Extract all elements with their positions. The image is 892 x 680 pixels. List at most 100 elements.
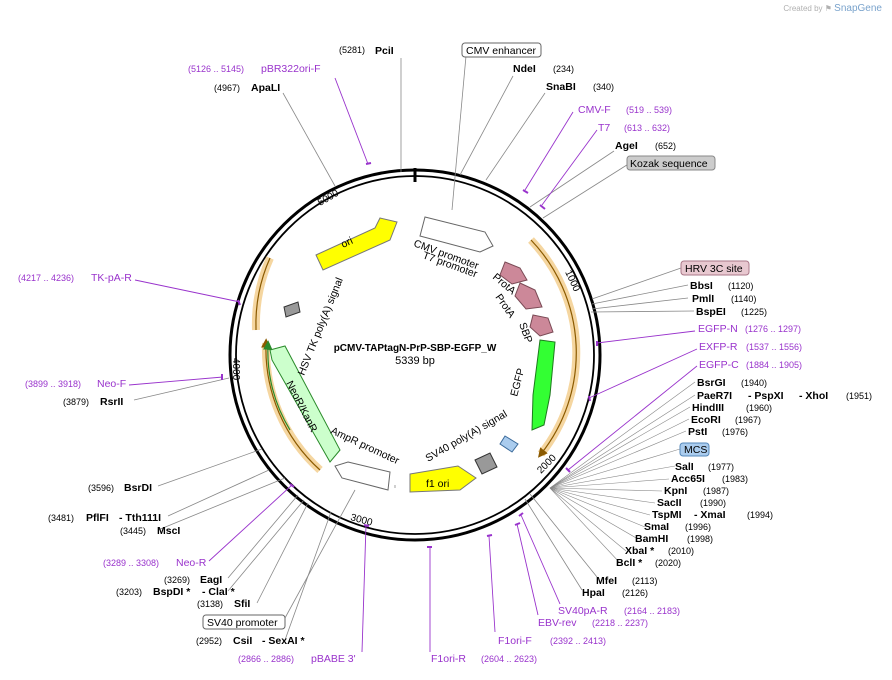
eagi-label: EagI xyxy=(200,574,222,586)
kpni-pos: (1987) xyxy=(703,486,729,496)
xbai-pos: (2010) xyxy=(668,546,694,556)
f1-ori-arrow xyxy=(409,465,477,493)
ebvrev-label: EBV-rev xyxy=(538,617,577,629)
eagi-pos: (3269) xyxy=(164,575,190,585)
egfpn-pos: (1276 .. 1297) xyxy=(745,324,801,334)
egfp-arrow xyxy=(531,339,556,431)
pbabe-pos: (2866 .. 2886) xyxy=(238,654,294,664)
leader-lines xyxy=(133,55,696,641)
msci-label: MscI xyxy=(157,525,180,537)
psti-pos: (1976) xyxy=(722,427,748,437)
exfpr-label: EXFP-R xyxy=(699,341,738,353)
sv40par-pos: (2164 .. 2183) xyxy=(624,606,680,616)
f1orir-pos: (2604 .. 2623) xyxy=(481,654,537,664)
rsrii-pos: (3879) xyxy=(63,397,89,407)
mfei-label: MfeI xyxy=(596,575,617,587)
ori-label: ori xyxy=(339,235,355,251)
prota-arrow-1 xyxy=(499,261,528,285)
apali-label: ApaLI xyxy=(251,82,280,94)
pcii-label: PciI xyxy=(375,45,394,57)
acc65i-pos: (1983) xyxy=(722,474,748,484)
orf-arc-upper-left-line xyxy=(255,257,271,331)
hrv-box xyxy=(680,260,750,276)
sv40-promoter-label: SV40 promoter xyxy=(207,617,278,629)
orf-arc-left-line xyxy=(261,338,321,471)
ori-arrow xyxy=(315,217,398,271)
bcli-label: BclI * xyxy=(616,557,643,569)
tspmi-pos: (1994) xyxy=(747,510,773,520)
apali-pos: (4967) xyxy=(214,83,240,93)
tick-5000: 5000 xyxy=(316,188,341,209)
pmli-label: PmlI xyxy=(692,293,714,305)
bbsi-pos: (1120) xyxy=(728,281,753,291)
agei-pos: (652) xyxy=(655,141,676,151)
xmai-label: - XmaI xyxy=(694,509,726,521)
cmv-enhancer-label: CMV enhancer xyxy=(466,45,537,57)
kozak-label: Kozak sequence xyxy=(630,158,708,170)
mfei-pos: (2113) xyxy=(632,576,657,586)
bbsi-label: BbsI xyxy=(690,280,713,292)
primer-leader-lines xyxy=(128,77,698,653)
neo-inner-arc xyxy=(262,340,291,431)
tspmi-label: TspMI xyxy=(652,509,682,521)
plasmid-length: 5339 bp xyxy=(395,355,435,367)
bamhi-pos: (1998) xyxy=(687,534,713,544)
cmv-promoter-arrow xyxy=(419,216,494,253)
pbabe-label: pBABE 3' xyxy=(311,653,356,665)
ampr-promoter-arrow xyxy=(334,461,391,491)
bspei-pos: (1225) xyxy=(741,307,767,317)
smai-pos: (1996) xyxy=(685,522,711,532)
neor-primer-pos: (3289 .. 3308) xyxy=(103,558,159,568)
xhoi-label: - XhoI xyxy=(799,390,828,402)
f1-ori-label: f1 ori xyxy=(426,478,449,490)
msci-pos: (3445) xyxy=(120,526,146,536)
pbr322-pos: (5126 .. 5145) xyxy=(188,64,244,74)
bspdi-pos: (3203) xyxy=(116,587,142,597)
mcs-box xyxy=(679,442,710,457)
bspdi-label: BspDI * xyxy=(153,586,191,598)
sexai-label: - SexAI * xyxy=(262,635,306,647)
snapgene-watermark: Created by ⚑ SnapGene xyxy=(783,3,882,14)
egfp-label: EGFP xyxy=(508,367,527,398)
sacii-pos: (1990) xyxy=(700,498,726,508)
pflfi-pos: (3481) xyxy=(48,513,74,523)
sali-label: SalI xyxy=(675,461,694,473)
hindiii-label: HindIII xyxy=(692,402,724,414)
cmvf-pos: (519 .. 539) xyxy=(626,105,672,115)
watermark-brand: SnapGene xyxy=(834,3,882,14)
f1orif-pos: (2392 .. 2413) xyxy=(550,636,606,646)
f1orif-label: F1ori-F xyxy=(498,635,532,647)
bsrdi-pos: (3596) xyxy=(88,483,114,493)
pmli-pos: (1140) xyxy=(731,294,756,304)
paer7i-pos: (1951) xyxy=(846,391,872,401)
tick-2000: 2000 xyxy=(535,452,559,476)
neof-label: Neo-F xyxy=(97,378,126,390)
bsrgi-label: BsrGI xyxy=(697,377,726,389)
bamhi-label: BamHI xyxy=(635,533,668,545)
bsrdi-label: BsrDI xyxy=(124,482,152,494)
neor-arrow xyxy=(269,345,341,463)
agei-label: AgeI xyxy=(615,140,638,152)
hrv-label: HRV 3C site xyxy=(685,263,743,275)
sali-pos: (1977) xyxy=(708,462,734,472)
hindiii-pos: (1960) xyxy=(746,403,772,413)
exfpr-pos: (1537 .. 1556) xyxy=(746,342,802,352)
egfpc-label: EGFP-C xyxy=(699,359,739,371)
cmv-enhancer-box xyxy=(461,42,542,58)
pbr322-label: pBR322ori-F xyxy=(261,63,321,75)
cmvf-label: CMV-F xyxy=(578,104,611,116)
plasmid-name: pCMV-TAPtagN-PrP-SBP-EGFP_W xyxy=(334,343,497,354)
psti-label: PstI xyxy=(688,426,707,438)
sv40par-label: SV40pA-R xyxy=(558,605,608,617)
sv40-promoter-box xyxy=(202,614,286,630)
neof-pos: (3899 .. 3918) xyxy=(25,379,81,389)
kozak-box xyxy=(626,155,716,171)
ampr-promoter-label: AmpR promoter xyxy=(329,425,402,467)
prota-arrow-2 xyxy=(514,282,543,310)
snabi-pos: (340) xyxy=(593,82,614,92)
sv40-polya-label: SV40 poly(A) signal xyxy=(424,408,510,465)
clai-label: - ClaI * xyxy=(202,586,236,598)
acc65i-label: Acc65I xyxy=(671,473,705,485)
ecori-label: EcoRI xyxy=(691,414,721,426)
